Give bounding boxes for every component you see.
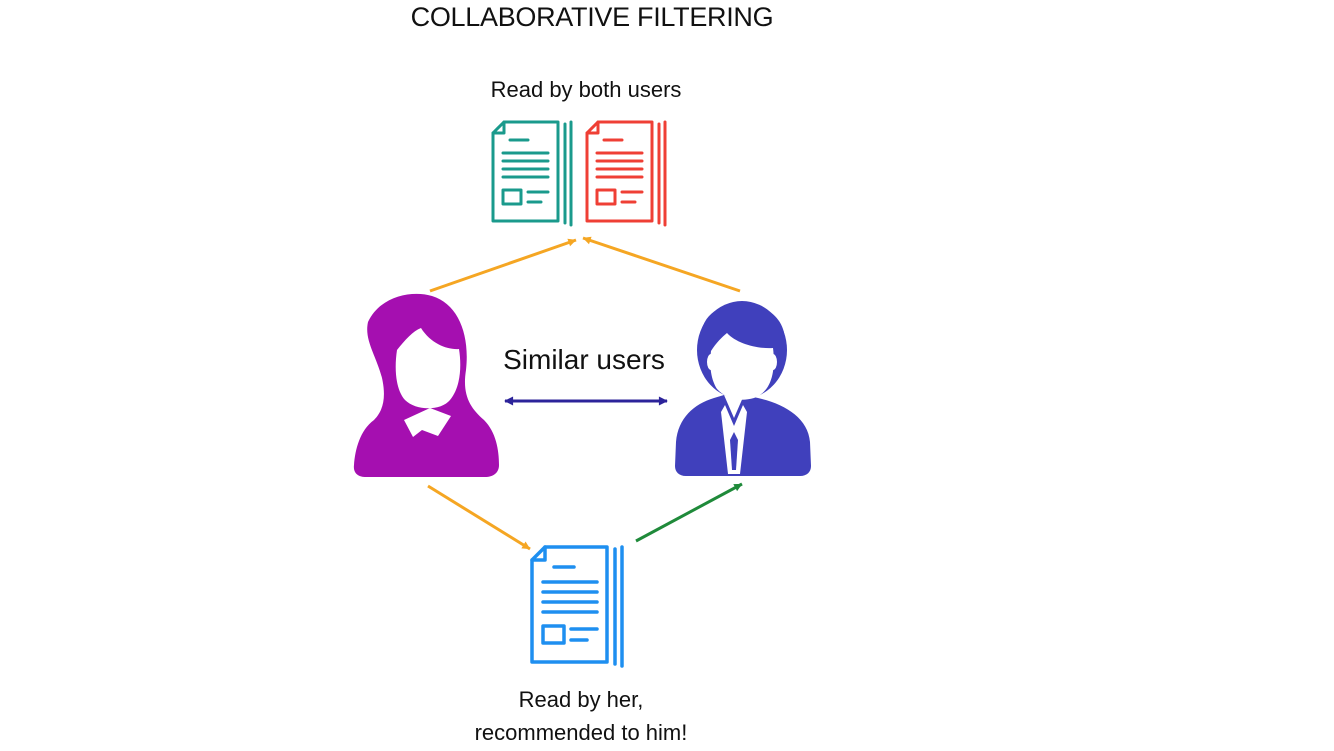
recommended-caption-line-2: recommended to him! (474, 720, 688, 745)
recommended-document-caption: Read by her, recommended to him! (401, 683, 761, 749)
shared-documents-caption: Read by both users (490, 77, 682, 102)
recommended-caption-line-1: Read by her, (518, 687, 644, 712)
arrow-him-to-shared (582, 236, 741, 293)
shared-document-teal-icon (491, 120, 573, 227)
female-user-icon (353, 293, 499, 477)
recommended-document-icon (530, 545, 624, 668)
arrow-recommended-to-him (635, 482, 743, 543)
arrow-her-to-recommended (427, 484, 531, 551)
shared-document-red-icon (585, 120, 667, 227)
male-user-icon (675, 301, 811, 476)
similar-users-caption: Similar users (503, 344, 665, 375)
arrow-her-to-shared (429, 238, 577, 293)
diagram-title: COLLABORATIVE FILTERING (410, 2, 774, 32)
